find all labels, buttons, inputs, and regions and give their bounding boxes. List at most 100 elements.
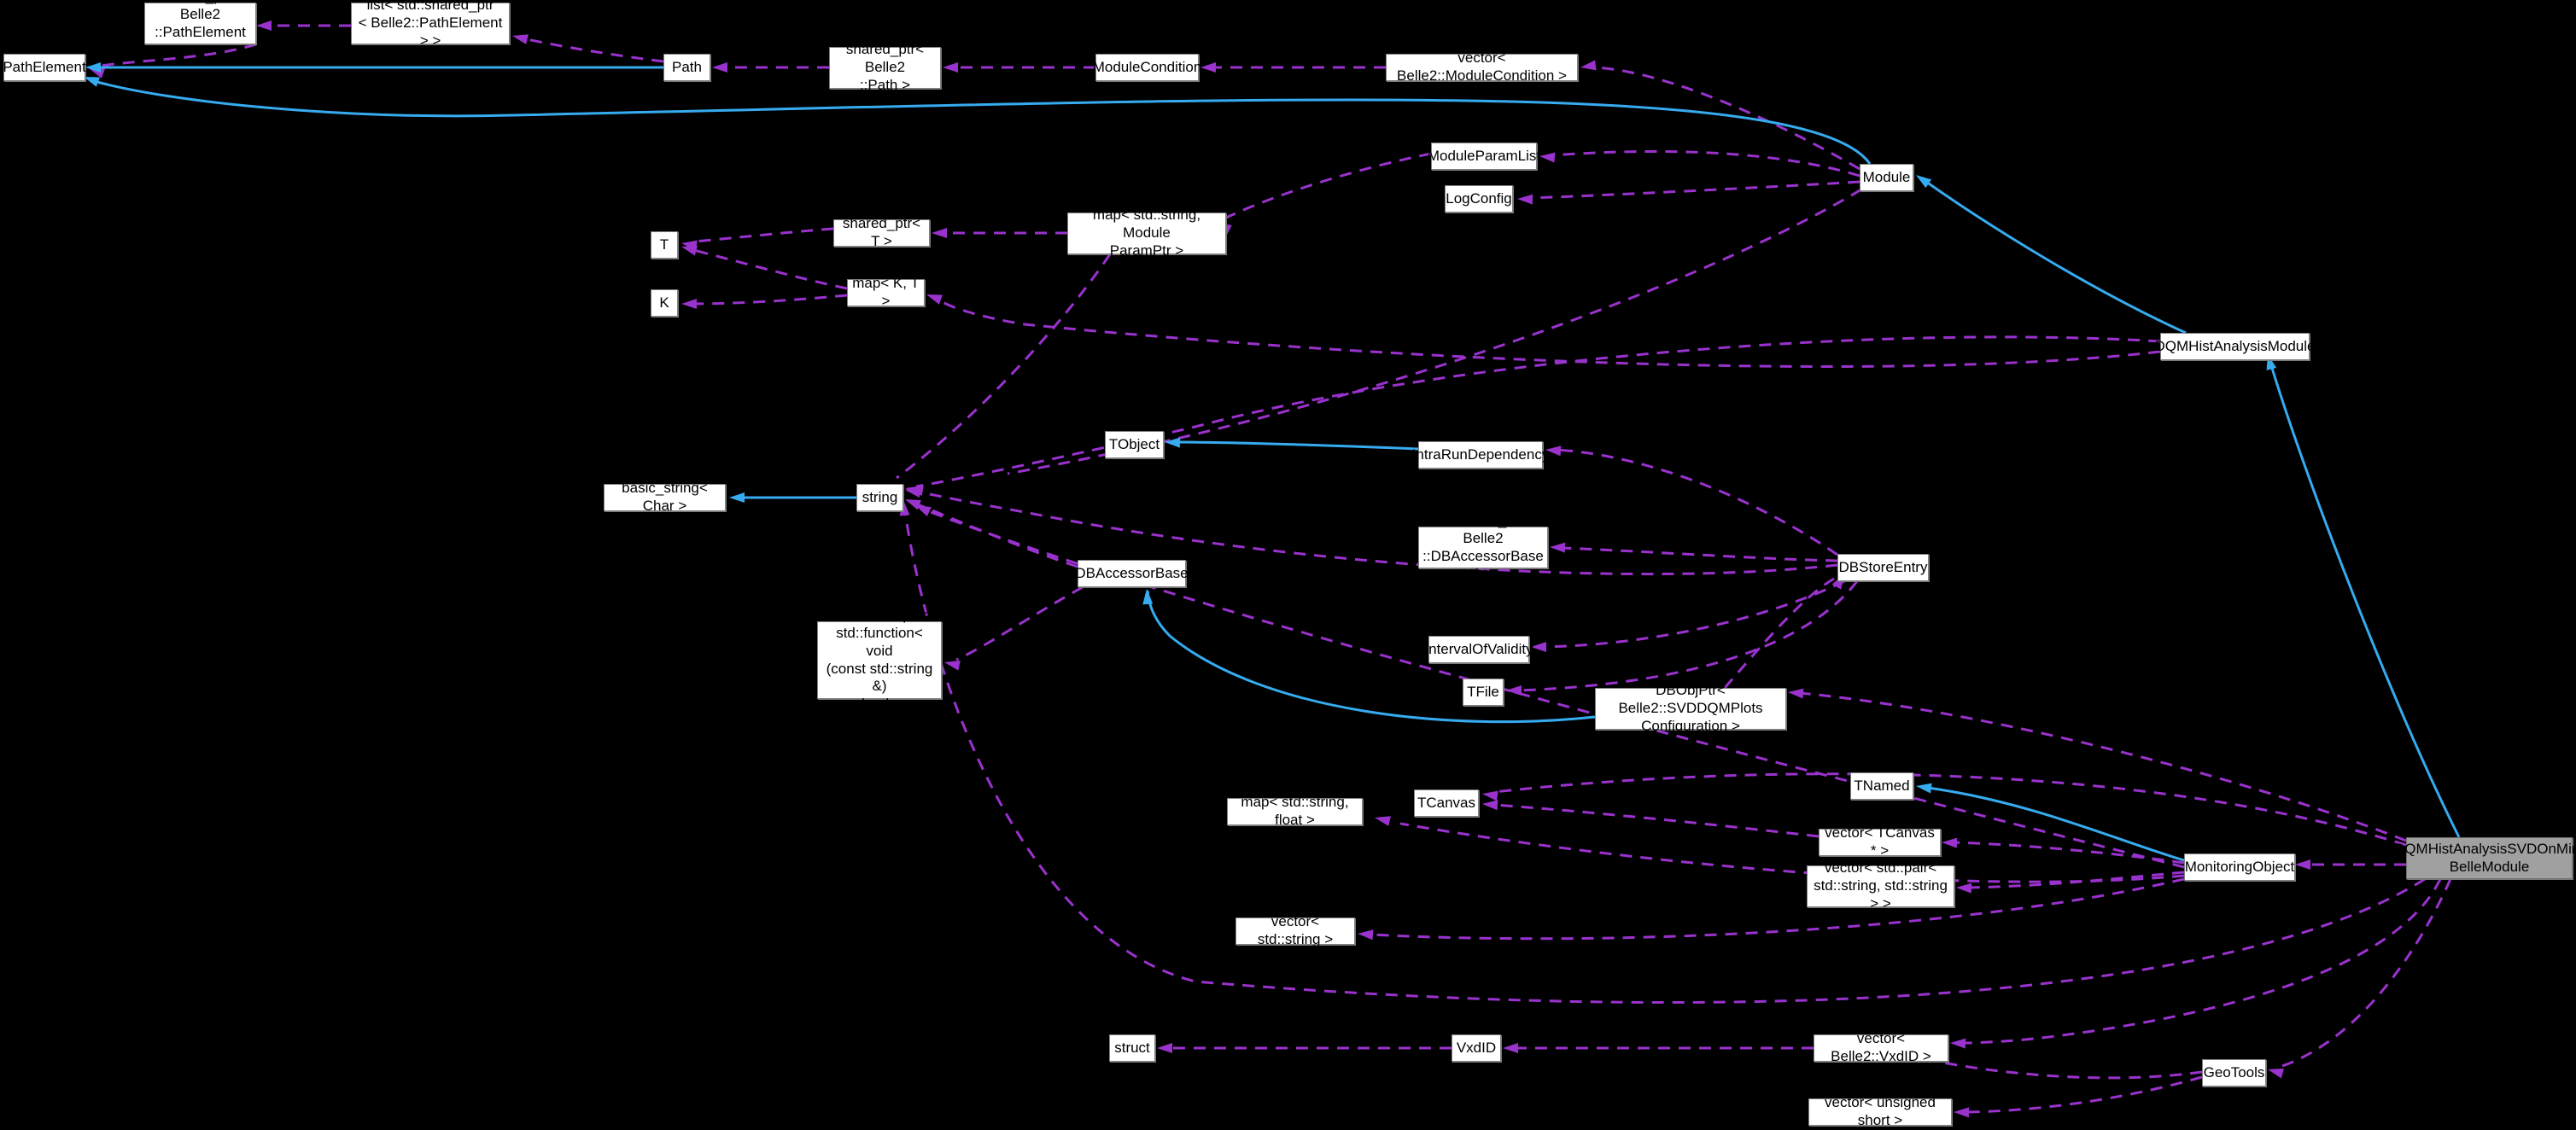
edge-dbaccessorbase-to-vecpairfn: [955, 585, 1084, 661]
edge-module-to-pathelement: [93, 79, 1872, 165]
class-node-moduleparamlist[interactable]: ModuleParamList: [1428, 143, 1540, 170]
class-node-dqmsvdonmira[interactable]: DQMHistAnalysisSVDOnMira BelleModule: [2394, 837, 2576, 879]
edge-dqmsvdonmira-to-dqmhistanalysis: [2269, 364, 2461, 838]
class-node-vecushort[interactable]: vector< unsigned short >: [1808, 1094, 1952, 1128]
class-node-vectcanvas[interactable]: vector< TCanvas * >: [1819, 824, 1941, 859]
arrowhead-dqmsvdonmira-to-geotools: [2268, 1068, 2284, 1079]
class-node-intrarundep[interactable]: IntraRunDependency: [1412, 441, 1549, 469]
class-node-listsharedptrpe[interactable]: list< std::shared_ptr < Belle2::PathElem…: [351, 0, 510, 49]
class-node-sharedptrpath[interactable]: shared_ptr< Belle2 ::Path >: [829, 41, 941, 93]
arrowhead-modulecondition-to-sharedptrpath: [943, 62, 958, 73]
edge-dbstoreentry-to-unorderedset: [1561, 546, 1838, 562]
class-node-t[interactable]: T: [651, 231, 678, 259]
class-node-tnamed[interactable]: TNamed: [1850, 772, 1913, 800]
edge-dqmsvdonmira-to-tcanvas: [1493, 772, 2407, 847]
class-node-dbaccessorbase[interactable]: DBAccessorBase: [1075, 560, 1189, 587]
edge-sharedptrpe-to-pathelement: [95, 43, 257, 68]
arrowhead-dbaccessorbase-to-vecpairfn: [944, 660, 961, 671]
class-node-string[interactable]: string: [856, 484, 903, 511]
edge-module-to-logconfig: [1529, 180, 1860, 200]
arrowhead-monitoringobject-to-mapstringfloat: [1375, 816, 1391, 826]
class-node-tfile[interactable]: TFile: [1463, 679, 1504, 706]
arrowhead-listsharedptrpe-to-sharedptrpe: [256, 20, 272, 31]
class-node-sharedptrt[interactable]: shared_ptr< T >: [833, 215, 930, 249]
class-node-path[interactable]: Path: [663, 54, 710, 81]
edge-mapstringmodule-to-string: [896, 253, 1112, 480]
class-node-vecpairss[interactable]: vector< std::pair< std::string, std::str…: [1807, 859, 1954, 912]
edge-intrarundep-to-tobject: [1176, 440, 1419, 451]
class-node-vxdid[interactable]: VxdID: [1452, 1034, 1501, 1062]
edge-geotools-to-vecushort: [1965, 1075, 2203, 1114]
arrowhead-mapkt-to-t: [681, 245, 698, 256]
class-node-dqmhistanalysis[interactable]: DQMHistAnalysisModule: [2155, 333, 2316, 360]
edge-dbstoreentry-to-intervalofval: [1542, 580, 1845, 649]
arrowhead-intrarundep-to-tobject: [1165, 437, 1181, 448]
arrowhead-module-to-vecmodulecond: [1580, 60, 1597, 71]
class-node-sharedptrpe[interactable]: shared_ptr< Belle2 ::PathElement >: [144, 0, 256, 57]
edge-dbobjptr-to-dbaccessorbase: [1146, 590, 1596, 724]
arrowhead-dqmsvdonmira-to-dbobjptr: [1788, 688, 1804, 699]
edge-monitoringobject-to-string: [930, 510, 2185, 869]
edge-dbaccessorbase-to-string: [914, 502, 1078, 568]
edge-monitoringobject-to-mapstringfloat: [1399, 822, 2185, 883]
arrowhead-dqmsvdonmira-to-tcanvas: [1482, 790, 1498, 801]
class-node-tcanvas[interactable]: TCanvas: [1414, 789, 1479, 817]
edge-mapkt-to-t: [692, 248, 848, 290]
class-node-monitoringobject[interactable]: MonitoringObject: [2184, 853, 2295, 881]
edge-dqmhistanalysis-to-mapkt: [937, 297, 2161, 368]
edge-dqmsvdonmira-to-dbobjptr: [1799, 691, 2407, 842]
edge-dqmhistanalysis-to-string: [915, 335, 2161, 488]
class-node-struct[interactable]: struct: [1109, 1034, 1155, 1062]
class-node-geotools[interactable]: GeoTools: [2202, 1059, 2266, 1086]
arrowhead-dbaccessorbase-to-string: [905, 499, 921, 510]
class-node-module[interactable]: Module: [1860, 164, 1913, 191]
class-node-unorderedset[interactable]: unordered_set< Belle2 ::DBAccessorBase *…: [1418, 512, 1548, 581]
edge-dqmsvdonmira-to-geotools: [2279, 878, 2452, 1069]
class-node-k[interactable]: K: [651, 289, 678, 317]
class-node-vecmodulecond[interactable]: vector< Belle2::ModuleCondition >: [1386, 50, 1578, 84]
class-node-vecstring[interactable]: vector< std::string >: [1235, 913, 1355, 947]
class-node-mapstringmodule[interactable]: map< std::string, Module ParamPtr >: [1067, 207, 1226, 259]
arrowhead-mapkt-to-k: [681, 299, 697, 309]
arrowhead-vecvxdid-to-vxdid: [1503, 1043, 1518, 1053]
edge-dqmhistanalysis-to-module: [1925, 180, 2187, 335]
class-node-pathelement[interactable]: PathElement: [3, 54, 86, 81]
edge-mapkt-to-k: [692, 294, 848, 306]
edge-dbobjptr-to-dbstoreentry: [1723, 577, 1835, 689]
class-node-basicstringchar[interactable]: basic_string< Char >: [604, 480, 726, 514]
arrowhead-vxdid-to-struct: [1157, 1043, 1172, 1053]
class-node-tobject[interactable]: TObject: [1105, 431, 1164, 458]
arrowhead-dqmsvdonmira-to-monitoringobject: [2295, 859, 2310, 870]
class-node-dbstoreentry[interactable]: DBStoreEntry: [1837, 554, 1929, 581]
edge-dqmsvdonmira-to-string: [903, 511, 2426, 1005]
arrowhead-dbobjptr-to-dbaccessorbase: [1142, 589, 1154, 605]
edge-dbstoreentry-to-tfile: [1517, 580, 1859, 692]
arrowhead-dbstoreentry-to-tfile: [1506, 685, 1522, 696]
arrowhead-module-to-pathelement: [84, 77, 100, 87]
class-node-intervalofval[interactable]: IntervalOfValidity: [1424, 636, 1533, 663]
arrowhead-module-to-moduleparamlist: [1539, 152, 1556, 163]
arrowhead-sharedptrpath-to-path: [712, 62, 727, 73]
class-node-logconfig[interactable]: LogConfig: [1445, 185, 1513, 213]
arrowhead-monitoringobject-to-string: [915, 505, 932, 517]
class-node-mapkt[interactable]: map< K, T >: [847, 275, 925, 309]
arrowhead-geotools-to-vecushort: [1954, 1107, 1970, 1118]
edge-dbstoreentry-to-intrarundep: [1556, 448, 1838, 556]
class-node-vecpairfn[interactable]: vector< std::pair< std::function< void (…: [817, 607, 942, 712]
edge-path-to-listsharedptrpe: [522, 37, 664, 63]
arrowhead-dqmsvdonmira-to-vecvxdid: [1950, 1038, 1966, 1049]
class-node-vecvxdid[interactable]: vector< Belle2::VxdID >: [1814, 1030, 1948, 1064]
arrowhead-monitoringobject-to-vectcanvas: [1942, 837, 1958, 848]
arrowhead-module-to-logconfig: [1517, 194, 1533, 205]
arrowhead-dbstoreentry-to-intrarundep: [1545, 446, 1562, 457]
class-node-dbobjptr[interactable]: DBObjPtr< Belle2::SVDDQMPlots Configurat…: [1595, 682, 1786, 734]
arrowhead-path-to-pathelement: [85, 62, 101, 73]
edge-module-to-moduleparamlist: [1551, 149, 1860, 178]
class-node-modulecondition[interactable]: ModuleCondition: [1093, 54, 1201, 81]
edge-moduleparamlist-to-mapstringmodule: [1225, 152, 1432, 219]
arrowhead-dqmsvdonmira-to-string: [899, 500, 910, 516]
edge-vectcanvas-to-tcanvas: [1493, 803, 1820, 838]
class-node-mapstringfloat[interactable]: map< std::string, float >: [1227, 794, 1363, 828]
